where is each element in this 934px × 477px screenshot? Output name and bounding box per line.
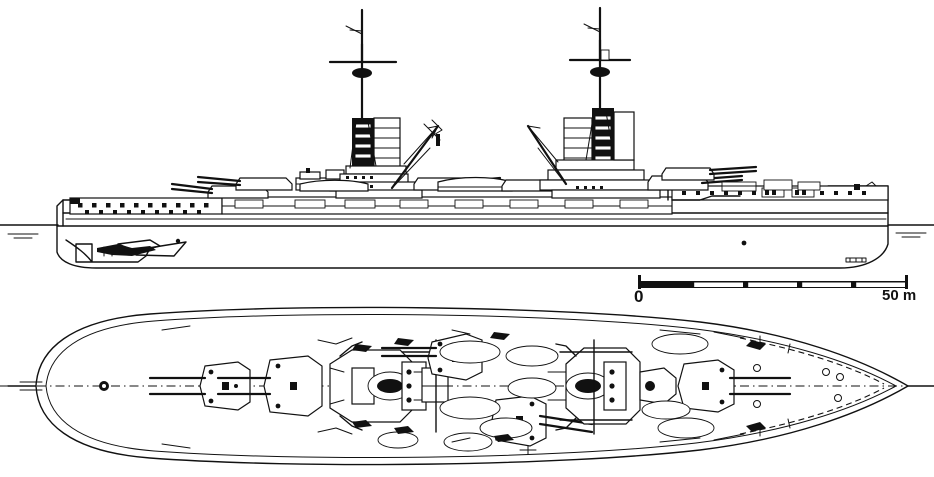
mast-fwd bbox=[568, 6, 632, 161]
anchor-profile bbox=[423, 119, 443, 141]
boat-aft bbox=[299, 179, 369, 192]
casemate-guns bbox=[234, 199, 649, 209]
scale-bar-end-label: 50 m bbox=[882, 287, 917, 304]
mast-plan-fwd bbox=[559, 339, 633, 435]
scale-bar bbox=[638, 275, 908, 289]
turret-plan-aft1 bbox=[148, 361, 267, 411]
porthole-row-upper bbox=[78, 203, 209, 208]
forward-superstructure-group bbox=[329, 117, 423, 199]
porthole-row-lower bbox=[85, 210, 201, 214]
profile-view bbox=[0, 6, 934, 269]
deck-boats-plan bbox=[377, 333, 715, 452]
midship-deckhouse bbox=[221, 196, 673, 215]
turret-plan-aft2 bbox=[216, 355, 323, 417]
turret-aft-upper-profile bbox=[196, 175, 293, 191]
bow-deck-items bbox=[721, 179, 821, 192]
hull-plan bbox=[7, 306, 934, 466]
boat-mid bbox=[437, 176, 513, 192]
mast-aft bbox=[328, 8, 398, 169]
midship-deck-objects bbox=[299, 176, 561, 192]
bow-porthole-band bbox=[667, 181, 889, 263]
waterline bbox=[0, 224, 934, 239]
deck-fittings-plan bbox=[161, 325, 766, 449]
fighting-top-fwd bbox=[590, 67, 610, 77]
turret-fwd-profile bbox=[647, 165, 758, 191]
scale-bar-start-label: 0 bbox=[634, 287, 644, 306]
turret-plan-fwd bbox=[677, 359, 792, 413]
fighting-top bbox=[352, 68, 372, 78]
crane-fwd bbox=[526, 124, 568, 186]
stern-propeller-assembly bbox=[65, 239, 187, 263]
stern-casemate-band bbox=[69, 197, 223, 244]
aft-superstructure-group bbox=[539, 108, 661, 199]
plan-view bbox=[0, 306, 934, 466]
